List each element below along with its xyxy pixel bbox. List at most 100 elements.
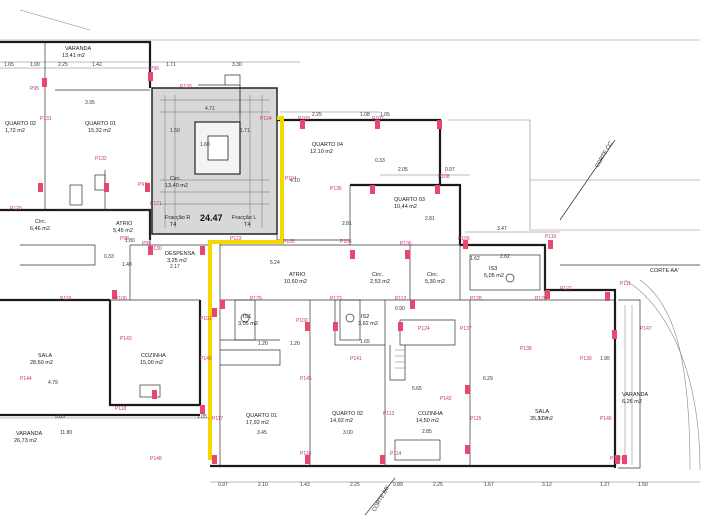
fraction-right: Fracção L xyxy=(232,215,256,221)
room-name: VARANDA xyxy=(65,46,92,52)
dimension-label: 3.95 xyxy=(85,100,95,106)
room-name: VARANDA xyxy=(16,431,43,437)
pillar-marker xyxy=(112,290,117,299)
room-area: 3,62 m2 xyxy=(358,321,378,327)
pillar-code: P136 xyxy=(400,241,412,247)
room-area: 5,30 m2 xyxy=(425,279,445,285)
pillar-code: P98 xyxy=(120,236,129,242)
pillar-marker xyxy=(212,455,217,464)
room-name: QUARTO 02 xyxy=(5,121,36,127)
room-name: ATRIO xyxy=(289,272,306,278)
pillar-code: P112 xyxy=(395,296,407,302)
dimension-label: 1.20 xyxy=(258,341,268,347)
pillar-marker xyxy=(200,405,205,414)
pillar-code: P142 xyxy=(440,396,452,402)
pillar-marker xyxy=(435,185,440,194)
room-area: 3,05 m2 xyxy=(238,321,258,327)
pillar-code: P110 xyxy=(545,234,557,240)
room-area: 14,50 m2 xyxy=(416,418,439,424)
fraction-left: Fracção R xyxy=(165,215,190,221)
room-area: 35,17 m2 xyxy=(530,416,553,422)
room-area: 15,32 m2 xyxy=(88,128,111,134)
pillar-marker xyxy=(437,120,442,129)
dimension-label: 2.25 xyxy=(312,112,322,118)
dimension-label: 2.17 xyxy=(170,264,180,270)
pillar-marker xyxy=(42,78,47,87)
dimension-label: 2.81 xyxy=(342,221,352,227)
room-name: Circ. xyxy=(372,272,384,278)
dimension-label: 1.20 xyxy=(290,341,300,347)
room-name: QUARTO 01 xyxy=(85,121,116,127)
level-mark: 24.47 xyxy=(200,213,223,223)
pillar-code: P125 xyxy=(535,296,547,302)
room-name: QUARTO 04 xyxy=(312,142,343,148)
pillar-code: P123 xyxy=(330,296,342,302)
pillar-code: P146 xyxy=(600,416,612,422)
room-name: DESPENSA xyxy=(165,251,195,257)
pillar-code: P133 xyxy=(180,84,192,90)
pillar-code: P124 xyxy=(418,326,430,332)
room-name: SALA xyxy=(535,409,549,415)
pillar-code: P116 xyxy=(300,451,312,457)
context-lines xyxy=(0,9,701,471)
room-area: 6,46 m2 xyxy=(30,226,50,232)
dimension-label: 1.50 xyxy=(638,482,648,488)
pillar-code: P141 xyxy=(350,356,362,362)
pillar-code: P95 xyxy=(30,86,39,92)
room-area: 26,73 m2 xyxy=(14,438,37,444)
pillar-marker xyxy=(200,246,205,255)
pillar-code: P129 xyxy=(250,296,262,302)
pillar-code: P99 xyxy=(142,241,151,247)
pillar-code: P111 xyxy=(620,281,631,287)
pillar-markers xyxy=(38,72,627,464)
dimension-label: 4.10 xyxy=(290,178,300,184)
pillar-code: P148 xyxy=(150,456,162,462)
dimension-label: 0.90 xyxy=(395,306,405,312)
pillar-marker xyxy=(465,385,470,394)
dimension-label: 1.62 xyxy=(470,256,480,262)
pillar-marker xyxy=(615,455,620,464)
pillar-code: P102 xyxy=(296,318,308,324)
dimension-label: 3.45 xyxy=(257,430,267,436)
dimension-label: 2.25 xyxy=(433,482,443,488)
stair-core xyxy=(151,74,278,235)
dimension-label: 2.25 xyxy=(350,482,360,488)
pillar-marker xyxy=(380,455,385,464)
pillar-code: P105 xyxy=(283,239,295,245)
section-cut-a: CORTE AA' xyxy=(650,268,679,274)
pillar-marker xyxy=(398,322,403,331)
pillar-marker xyxy=(333,322,338,331)
pillar-code: P101 xyxy=(200,316,212,322)
pillar-code: P109 xyxy=(458,236,470,242)
pillar-code: P118 xyxy=(115,406,127,412)
pillar-marker xyxy=(305,455,310,464)
dimension-label: 1.48 xyxy=(122,262,132,268)
pillar-code: P138 xyxy=(520,346,532,352)
pillar-code: P135 xyxy=(330,186,342,192)
dimension-label: 1.43 xyxy=(300,482,310,488)
pillar-code: P96 xyxy=(150,66,159,72)
dimension-label: 3.30 xyxy=(232,62,242,68)
pillar-code: P143 xyxy=(120,336,132,342)
dimension-label: 1.00 xyxy=(30,62,40,68)
dimension-label: 1.60 xyxy=(200,142,210,148)
room-area: 13,40 m2 xyxy=(165,183,188,189)
pillar-marker xyxy=(300,120,305,129)
pillar-code: P144 xyxy=(20,376,32,382)
dimension-label: 1.50 xyxy=(170,128,180,134)
room-area: 13,41 m2 xyxy=(62,53,85,59)
room-name: QUARTO 03 xyxy=(394,197,425,203)
pillar-marker xyxy=(612,330,617,339)
terrace-right xyxy=(618,299,641,469)
pillar-code: P134 xyxy=(260,116,272,122)
dimension-label: 1.71 xyxy=(166,62,176,68)
interior-walls xyxy=(44,42,615,466)
fraction-labels: Fracção R T4 24.47 Fracção L T4 xyxy=(165,213,256,228)
pillar-code: P106 xyxy=(340,239,352,245)
room-area: 2,53 m2 xyxy=(370,279,390,285)
dimension-label: 2.05 xyxy=(398,167,408,173)
section-line-c xyxy=(559,139,616,221)
room-name: COZINHA xyxy=(141,353,166,359)
dimension-label: 1.65 xyxy=(360,339,370,345)
